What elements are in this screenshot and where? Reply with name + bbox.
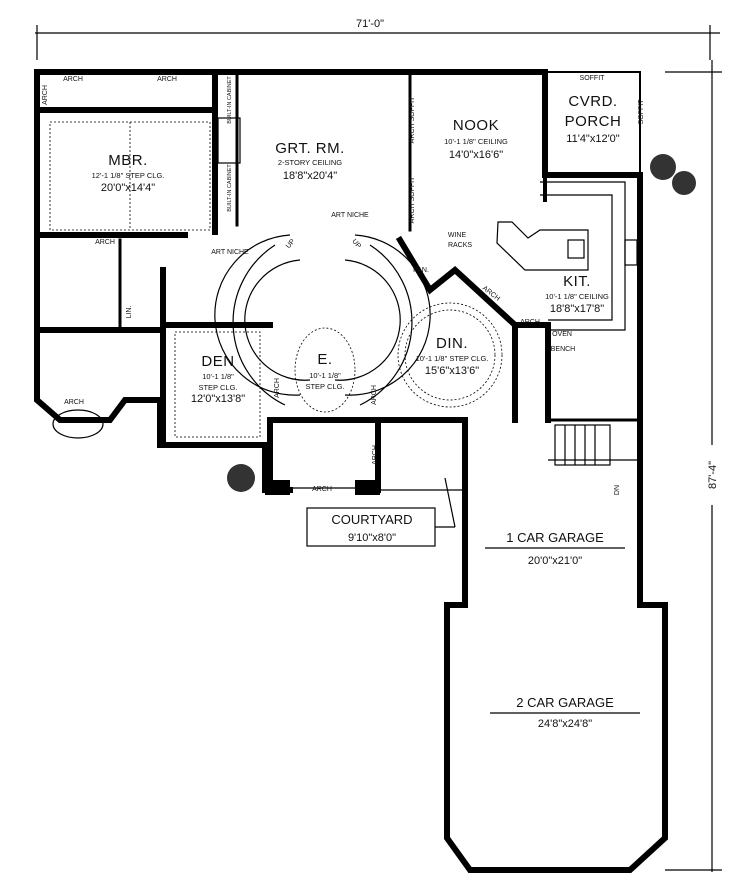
tree-icon (650, 154, 676, 180)
room-size: 15'6"x13'6" (425, 365, 479, 377)
arch-label: ARCH (371, 385, 378, 405)
room-ceiling: STEP CLG. (305, 382, 344, 391)
fireplace-icon (217, 117, 241, 164)
arch-label: ARCH (157, 76, 177, 83)
arch-label: ARCH (95, 239, 115, 246)
overall-depth-label: 87'-4" (707, 461, 719, 489)
arch-soffit-label: ARCH SOFFIT (409, 176, 416, 223)
room-ceiling: 2-STORY CEILING (278, 158, 342, 167)
room-size: 12'0"x13'8" (191, 393, 245, 405)
garage-stair (554, 424, 611, 466)
room-courtyard: COURTYARD 9'10"x8'0" (306, 477, 456, 547)
dimension-width: 71'-0" (35, 14, 720, 60)
pantry-label: PAN. (413, 267, 429, 274)
room-garage-2: 2 CAR GARAGE 24'8"x24'8" (490, 695, 640, 730)
soffit-label: SOFFIT (638, 99, 645, 125)
room-great-room: GRT. RM. 2-STORY CEILING 18'8"x20'4" (275, 140, 345, 182)
kitchen-island (496, 221, 589, 271)
art-niche-label: ART NICHE (331, 212, 369, 219)
wine-racks-label: WINE (448, 232, 467, 239)
built-in-cabinet-label: BUILT-IN CABINET (227, 76, 233, 124)
room-ceiling: 10'-1 1/8" (202, 372, 234, 381)
room-name: E. (317, 351, 332, 368)
room-name: COURTYARD (331, 512, 412, 527)
stair-up-label: UP (285, 238, 297, 250)
room-name: MBR. (108, 152, 148, 169)
room-size: 20'0"x14'4" (101, 182, 155, 194)
room-size: 24'8"x24'8" (538, 718, 592, 730)
room-ceiling: STEP CLG. (198, 383, 237, 392)
arch-label: ARCH (63, 76, 83, 83)
room-size: 11'4"x12'0" (566, 133, 619, 145)
interior-walls (34, 69, 642, 461)
room-name: 2 CAR GARAGE (516, 695, 614, 710)
room-size: 14'0"x16'6" (449, 149, 503, 161)
room-nook: NOOK 10'-1 1/8" CEILING 14'0"x16'6" (444, 117, 508, 161)
oven-label: OVEN (552, 331, 572, 338)
room-entry: E. 10'-1 1/8" STEP CLG. (305, 351, 344, 391)
annotations: ARCH ARCH ARCH SOFFIT SOFFIT BUILT-IN CA… (42, 75, 645, 495)
tree-icon (672, 171, 696, 195)
bench-label: BENCH (551, 346, 576, 353)
bathtub-icon (52, 409, 104, 439)
room-name: KIT. (563, 273, 591, 290)
room-mbr: MBR. 12'-1 1/8" STEP CLG. 20'0"x14'4" (92, 152, 165, 194)
room-garage-1: 1 CAR GARAGE 20'0"x21'0" (485, 530, 625, 567)
room-name: GRT. RM. (275, 140, 345, 157)
wine-racks-label: RACKS (448, 242, 472, 249)
room-ceiling: 12'-1 1/8" STEP CLG. (92, 171, 165, 180)
arch-soffit-label: ARCH SOFFIT (409, 96, 416, 143)
arch-label: ARCH (42, 85, 49, 105)
linen-label: LIN. (126, 306, 133, 319)
arch-label: ARCH (64, 399, 84, 406)
cooktop-icon (567, 239, 585, 259)
curved-staircase-left (214, 234, 311, 406)
room-den: DEN 10'-1 1/8" STEP CLG. 12'0"x13'8" (191, 353, 245, 405)
soffit-label: SOFFIT (580, 75, 606, 82)
room-size: 20'0"x21'0" (528, 555, 582, 567)
tree-icon (227, 464, 255, 492)
art-niche-label: ART NICHE (211, 249, 249, 256)
room-ceiling: 10'-1 1/8" CEILING (545, 292, 609, 301)
room-kitchen: KIT. 10'-1 1/8" CEILING 18'8"x17'8" (545, 273, 609, 315)
room-name: NOOK (453, 117, 499, 134)
room-ceiling: 10'-1 1/8" (309, 371, 341, 380)
sink-icon (624, 239, 638, 266)
stair-up-label: UP (350, 238, 362, 250)
room-name: 1 CAR GARAGE (506, 530, 604, 545)
room-size: 18'8"x20'4" (283, 170, 337, 182)
arch-label: ARCH (372, 445, 379, 465)
stair-down-label: DN (614, 485, 621, 495)
built-in-cabinet-label: BUILT-IN CABINET (227, 164, 233, 212)
room-name: DIN. (436, 335, 468, 352)
dimension-depth: 87'-4" (665, 60, 722, 872)
room-name: PORCH (565, 113, 622, 130)
room-size: 9'10"x8'0" (348, 532, 396, 544)
room-ceiling: 10'-1 1/8" CEILING (444, 137, 508, 146)
room-name: DEN (201, 353, 234, 370)
room-covered-porch: CVRD. PORCH 11'4"x12'0" (565, 93, 622, 145)
room-ceiling: 10'-1 1/8" STEP CLG. (416, 354, 489, 363)
curved-staircase-right (334, 234, 431, 406)
arch-label: ARCH (520, 319, 540, 326)
overall-width-label: 71'-0" (356, 18, 384, 30)
room-dining: DIN. 10'-1 1/8" STEP CLG. 15'6"x13'6" (416, 335, 489, 377)
arch-label: ARCH (274, 378, 281, 398)
arch-label: ARCH (312, 486, 332, 493)
room-size: 18'8"x17'8" (550, 303, 604, 315)
room-name: CVRD. (568, 93, 617, 110)
